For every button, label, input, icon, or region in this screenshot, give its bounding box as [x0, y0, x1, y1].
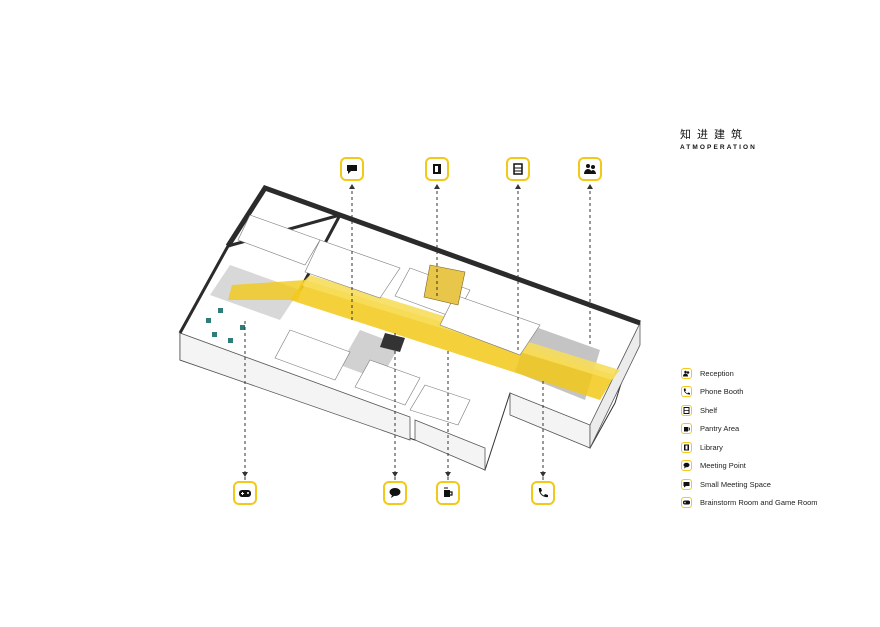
- callout-phone-booth-icon: [531, 481, 555, 505]
- legend: Reception Phone Booth Shelf Pantry Area …: [681, 364, 818, 512]
- yellow-wall-left: [228, 280, 305, 300]
- legend-item: Pantry Area: [681, 420, 818, 439]
- brand-name-cn: 知进建筑: [680, 128, 748, 141]
- callout-meeting-point-icon: [383, 481, 407, 505]
- small-meeting-icon: [681, 478, 692, 490]
- legend-item: Reception: [681, 364, 818, 383]
- side-wall-east: [589, 322, 641, 449]
- legend-item: Library: [681, 438, 818, 457]
- meeting-table: [380, 333, 405, 352]
- legend-item: Brainstorm Room and Game Room: [681, 494, 818, 513]
- game-icon: [681, 497, 692, 509]
- legend-label: Small Meeting Space: [700, 479, 771, 489]
- callout-shelf-icon: [506, 157, 530, 181]
- callout-library-icon: [425, 157, 449, 181]
- legend-item: Shelf: [681, 401, 818, 420]
- leader-arrows: [242, 184, 593, 477]
- callout-small-meeting-icon: [340, 157, 364, 181]
- brand-block: 知进建筑 ATMOPERATION: [680, 126, 757, 151]
- brand-name-en: ATMOPERATION: [680, 144, 757, 151]
- legend-label: Shelf: [700, 405, 718, 415]
- legend-item: Meeting Point: [681, 457, 818, 476]
- legend-label: Pantry Area: [700, 424, 740, 434]
- shelf-icon: [681, 404, 692, 416]
- pantry-icon: [681, 423, 692, 435]
- library-shelf: [423, 264, 466, 306]
- legend-item: Small Meeting Space: [681, 475, 818, 494]
- callout-reception-icon: [578, 157, 602, 181]
- library-icon: [681, 441, 692, 453]
- reception-icon: [681, 367, 692, 379]
- legend-label: Library: [700, 442, 723, 452]
- callout-game-icon: [233, 481, 257, 505]
- front-wall-left: [179, 332, 411, 441]
- legend-label: Reception: [700, 368, 734, 378]
- lounge-chairs: [206, 308, 245, 343]
- yellow-corridor: [290, 280, 615, 400]
- meeting-point-icon: [681, 460, 692, 472]
- leader-lines: [244, 185, 591, 480]
- front-wall-right: [414, 419, 486, 471]
- legend-label: Phone Booth: [700, 387, 744, 397]
- phone-booth-icon: [681, 386, 692, 398]
- legend-label: Brainstorm Room and Game Room: [700, 498, 818, 508]
- legend-label: Meeting Point: [700, 461, 746, 471]
- legend-item: Phone Booth: [681, 383, 818, 402]
- callout-pantry-icon: [436, 481, 460, 505]
